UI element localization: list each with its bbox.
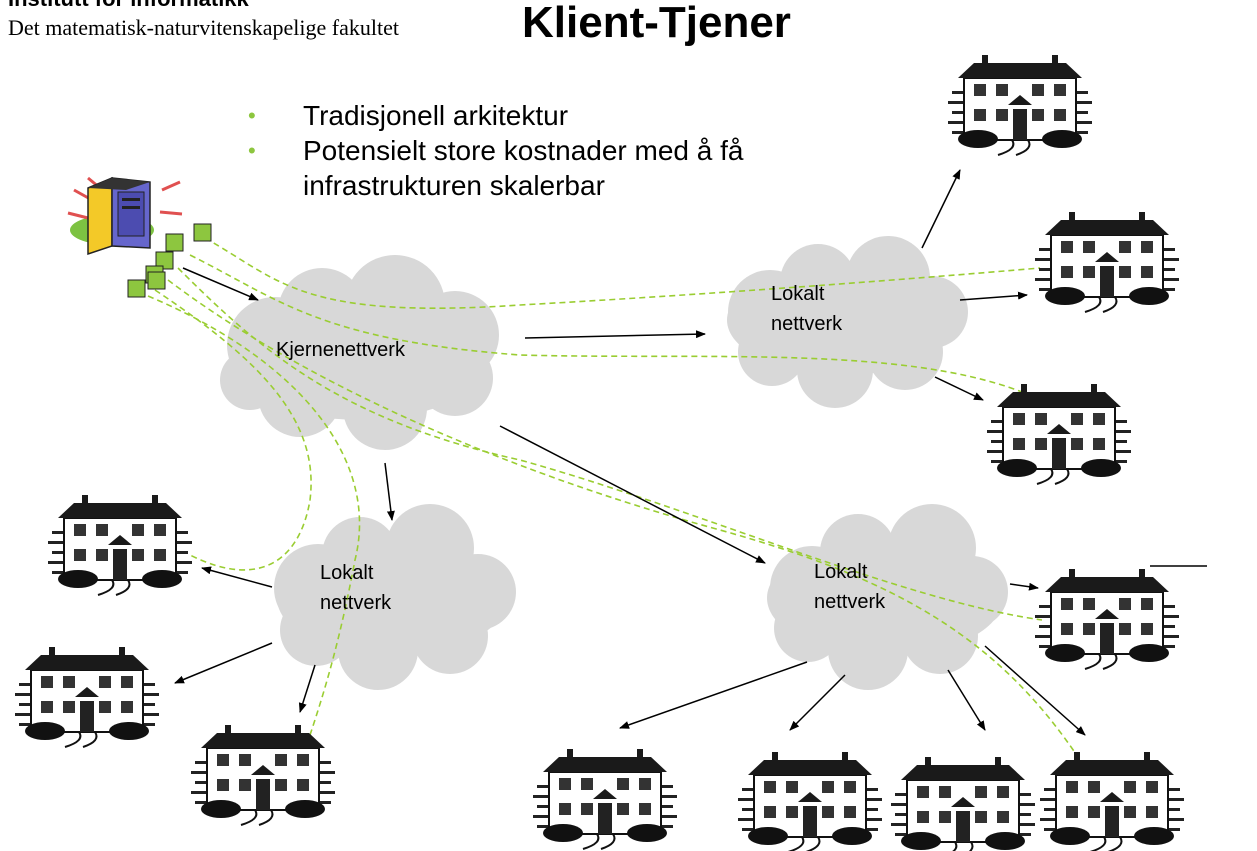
arrows [174,169,1207,736]
cloud-local-top-right [727,236,968,408]
data-packet [193,223,212,242]
institute-name: Institutt for informatikk [8,0,249,12]
data-packet [165,233,184,252]
faculty-name: Det matematisk-naturvitenskapelige fakul… [8,15,399,40]
bullet-item: Tradisjonell arkitektur [248,98,863,133]
house-icon [47,494,193,596]
data-packet [127,279,146,298]
slide-title: Klient-Tjener [522,0,791,47]
house-icon [1034,568,1180,670]
house-icon [532,748,678,850]
bullet-list: Tradisjonell arkitektur Potensielt store… [248,98,863,203]
house-icon [1034,211,1180,313]
server-computer-icon [67,176,183,256]
cloud-label-local: Lokalt nettverk [771,283,843,335]
cloud-local-bottom-left [274,504,516,690]
house-icon [947,54,1093,156]
house-icon [890,756,1036,851]
cloud-local-bottom-right [767,504,1008,690]
data-packets [127,223,212,298]
house-icon [14,646,160,748]
data-links [147,237,1081,761]
bullet-item: Potensielt store kostnader med å få infr… [248,133,863,203]
house-icon [737,751,883,851]
cloud-label-local: Lokalt nettverk [814,561,886,613]
data-packet [155,251,174,270]
house-icon [986,383,1132,485]
cloud-label-core: Kjernenettverk [276,339,405,361]
data-packet [147,271,166,290]
cloud-label-local: Lokalt nettverk [320,562,392,614]
house-icon [190,724,336,826]
house-icon [1039,751,1185,851]
